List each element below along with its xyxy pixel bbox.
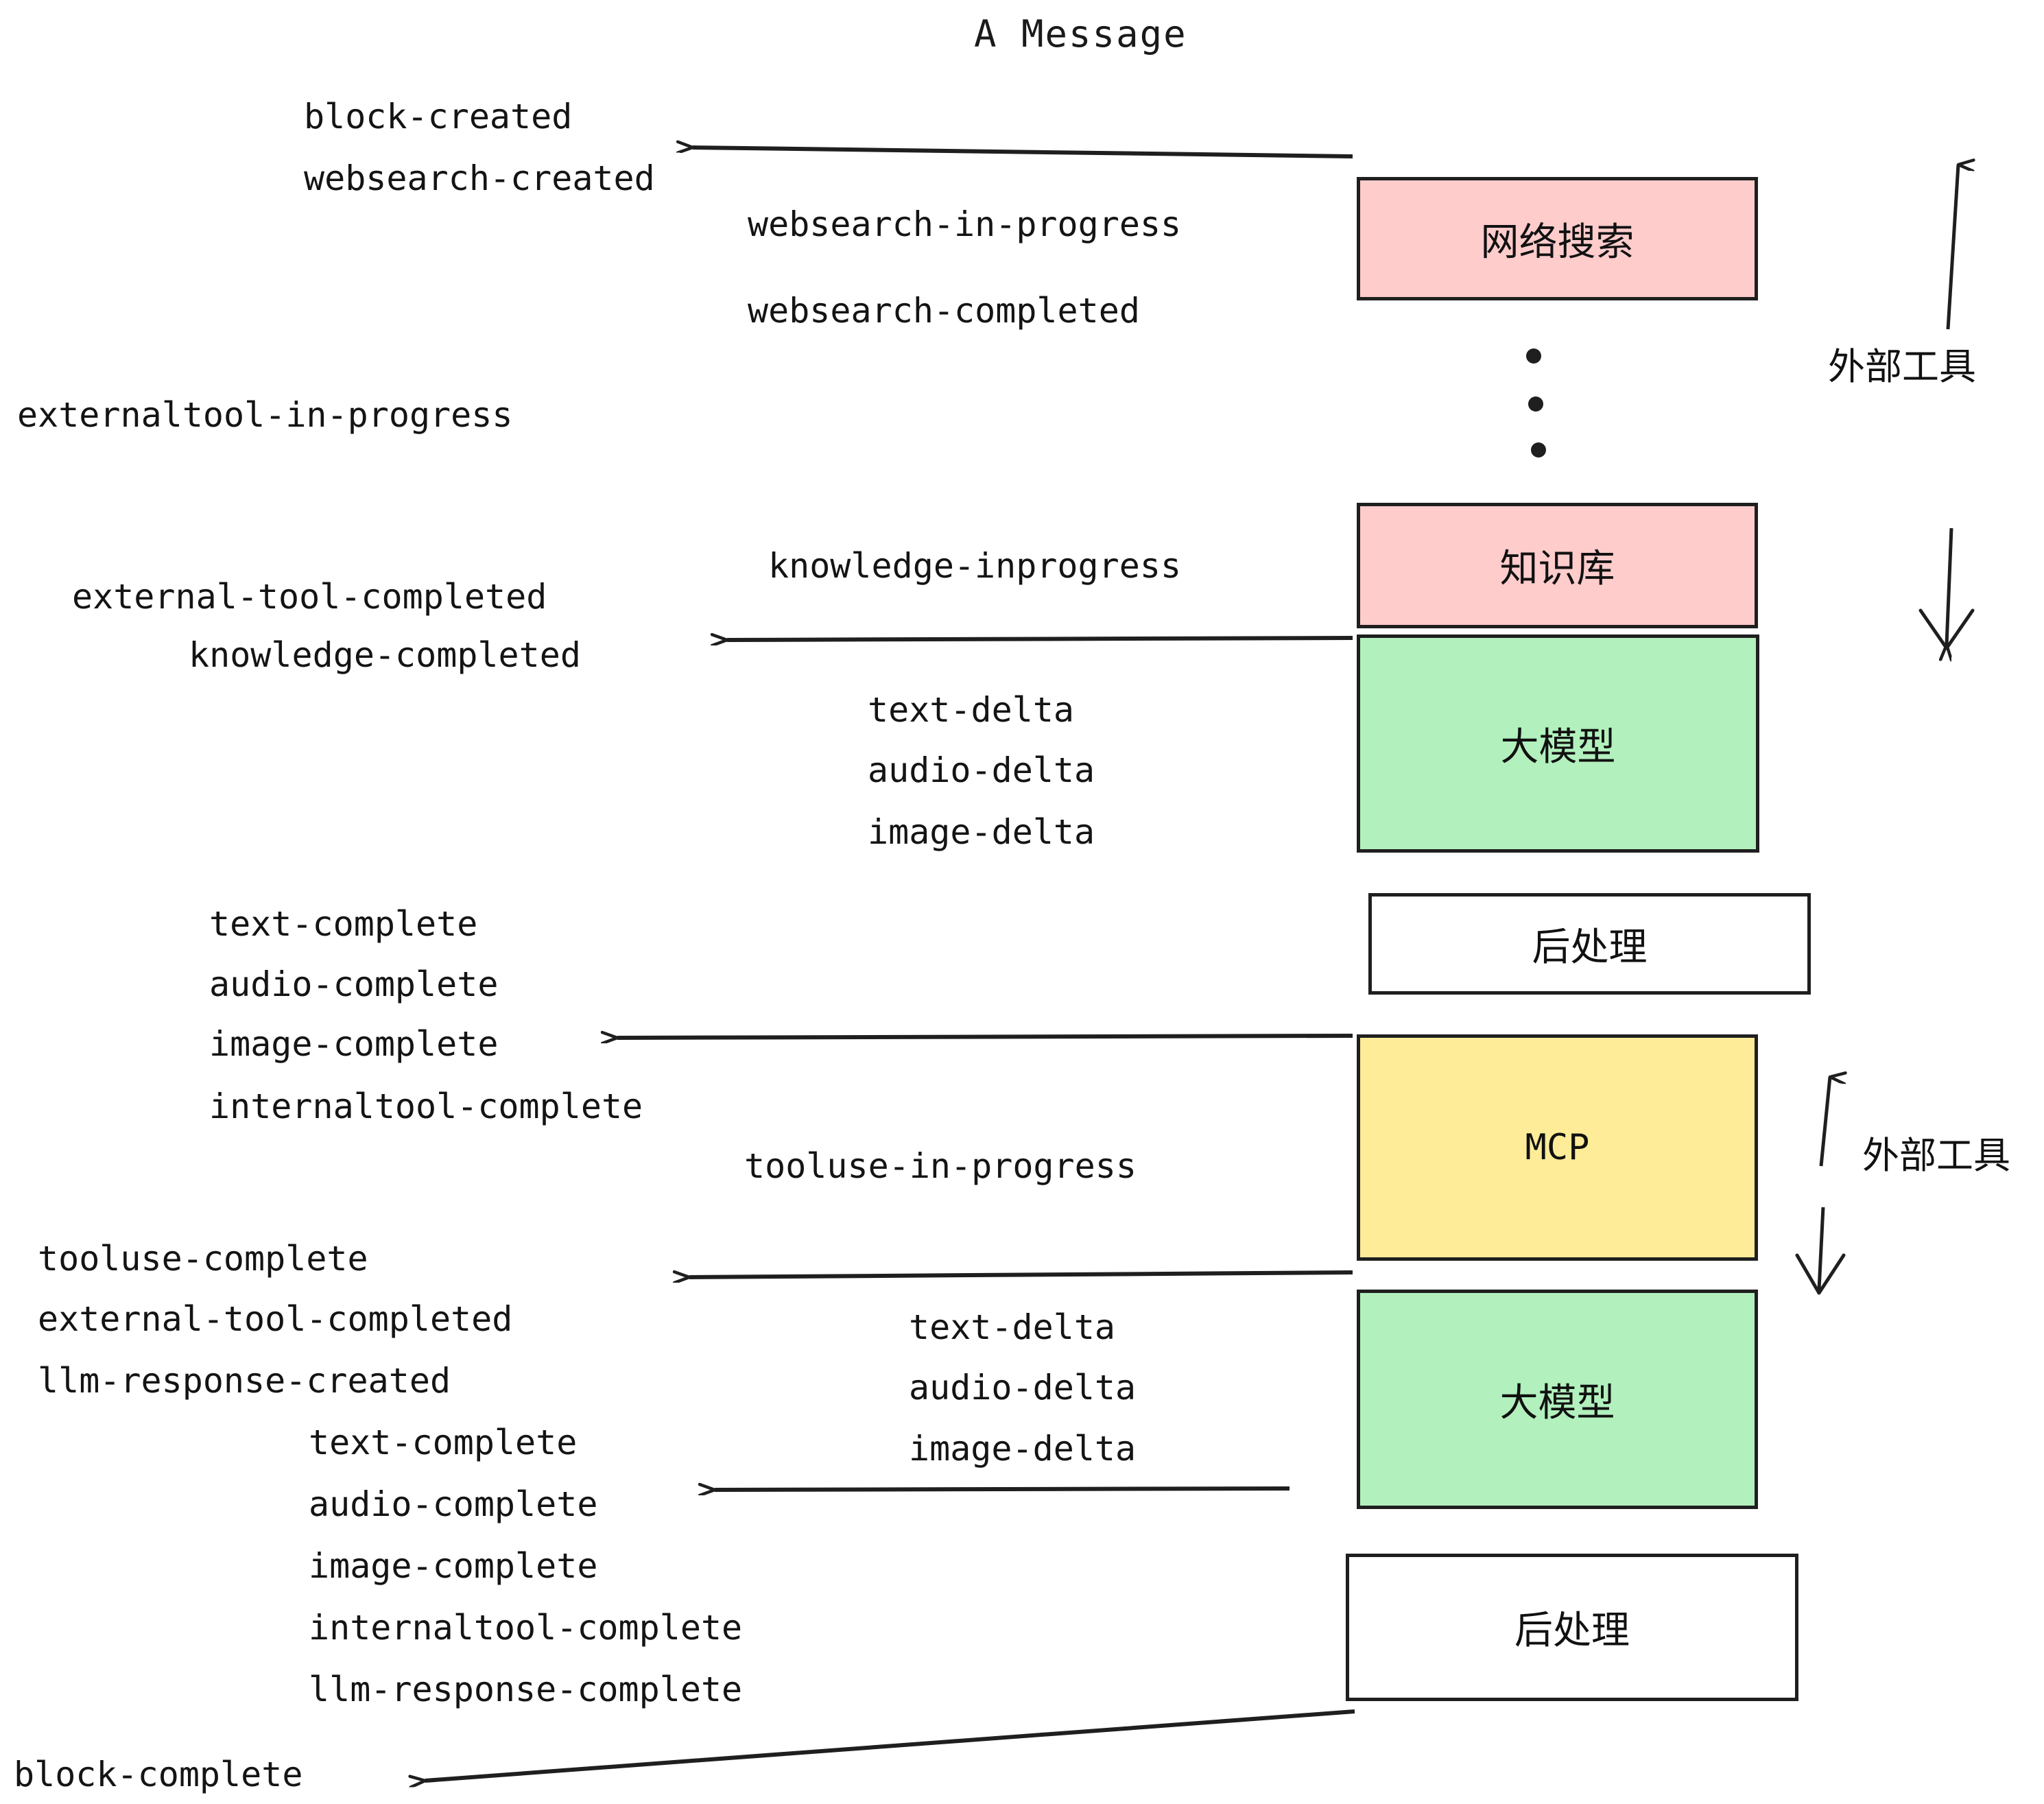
event-text-complete-1: text-complete: [209, 904, 478, 944]
event-image-delta-2: image-delta: [909, 1429, 1137, 1469]
event-knowledge-completed: knowledge-completed: [189, 635, 581, 675]
event-internaltool-complete-2: internaltool-complete: [309, 1608, 743, 1648]
event-tooluse-complete: tooluse-complete: [38, 1239, 368, 1279]
external-tools-bracket-top: [1918, 165, 1973, 648]
event-externaltool-in-progress: externaltool-in-progress: [17, 395, 513, 435]
event-external-tool-completed-1: external-tool-completed: [72, 577, 547, 617]
event-audio-complete-2: audio-complete: [309, 1484, 598, 1524]
box-llm-top[interactable]: 大模型: [1357, 634, 1759, 853]
event-websearch-in-progress: websearch-in-progress: [748, 204, 1182, 244]
ellipsis-dot-2: [1528, 396, 1543, 412]
event-llm-response-created: llm-response-created: [38, 1361, 451, 1401]
box-llm-bottom[interactable]: 大模型: [1357, 1290, 1758, 1509]
event-text-delta-1: text-delta: [868, 690, 1075, 730]
box-postprocess-top[interactable]: 后处理: [1368, 893, 1811, 995]
box-llm-bottom-label: 大模型: [1499, 1380, 1615, 1425]
box-knowledge[interactable]: 知识库: [1357, 503, 1758, 628]
event-text-complete-2: text-complete: [309, 1423, 578, 1462]
box-postprocess-top-label: 后处理: [1532, 925, 1648, 970]
box-knowledge-label: 知识库: [1499, 547, 1615, 591]
box-websearch[interactable]: 网络搜索: [1357, 177, 1758, 300]
event-image-delta-1: image-delta: [868, 812, 1095, 852]
box-mcp[interactable]: MCP: [1357, 1034, 1758, 1261]
arrow-websearch-created: [693, 147, 1353, 158]
box-websearch-label: 网络搜索: [1480, 219, 1635, 265]
ellipsis-dot-1: [1526, 348, 1541, 364]
event-websearch-created: websearch-created: [304, 158, 655, 198]
event-knowledge-inprogress: knowledge-inprogress: [768, 546, 1182, 586]
event-text-delta-2: text-delta: [909, 1307, 1116, 1347]
event-image-complete-1: image-complete: [209, 1024, 499, 1064]
arrow-audio-complete: [715, 1488, 1290, 1490]
event-audio-delta-1: audio-delta: [868, 750, 1095, 790]
page-title: A Message: [974, 12, 1187, 56]
event-websearch-completed: websearch-completed: [748, 291, 1140, 331]
event-audio-complete-1: audio-complete: [209, 964, 499, 1004]
event-llm-response-complete: llm-response-complete: [309, 1670, 743, 1709]
arrow-tooluse-complete: [689, 1272, 1353, 1277]
event-block-created: block-created: [304, 97, 573, 137]
event-tooluse-in-progress: tooluse-in-progress: [744, 1146, 1137, 1186]
event-block-complete: block-complete: [14, 1755, 303, 1794]
event-audio-delta-2: audio-delta: [909, 1368, 1137, 1408]
arrow-knowledge-completed: [727, 638, 1353, 640]
external-tools-bracket-bottom: [1795, 1077, 1844, 1295]
event-image-complete-2: image-complete: [309, 1546, 598, 1586]
side-label-external-tools-bottom: 外部工具: [1862, 1134, 2010, 1177]
event-internaltool-complete-1: internaltool-complete: [209, 1087, 643, 1126]
box-llm-top-label: 大模型: [1500, 724, 1616, 770]
arrow-block-complete: [425, 1709, 1355, 1781]
box-postprocess-bottom-label: 后处理: [1514, 1609, 1630, 1653]
box-mcp-label: MCP: [1525, 1127, 1590, 1168]
arrow-image-complete: [617, 1036, 1353, 1038]
box-postprocess-bottom[interactable]: 后处理: [1346, 1554, 1798, 1701]
event-external-tool-completed-2: external-tool-completed: [38, 1299, 513, 1339]
side-label-external-tools-top: 外部工具: [1828, 345, 1976, 388]
ellipsis-dot-3: [1531, 442, 1546, 458]
